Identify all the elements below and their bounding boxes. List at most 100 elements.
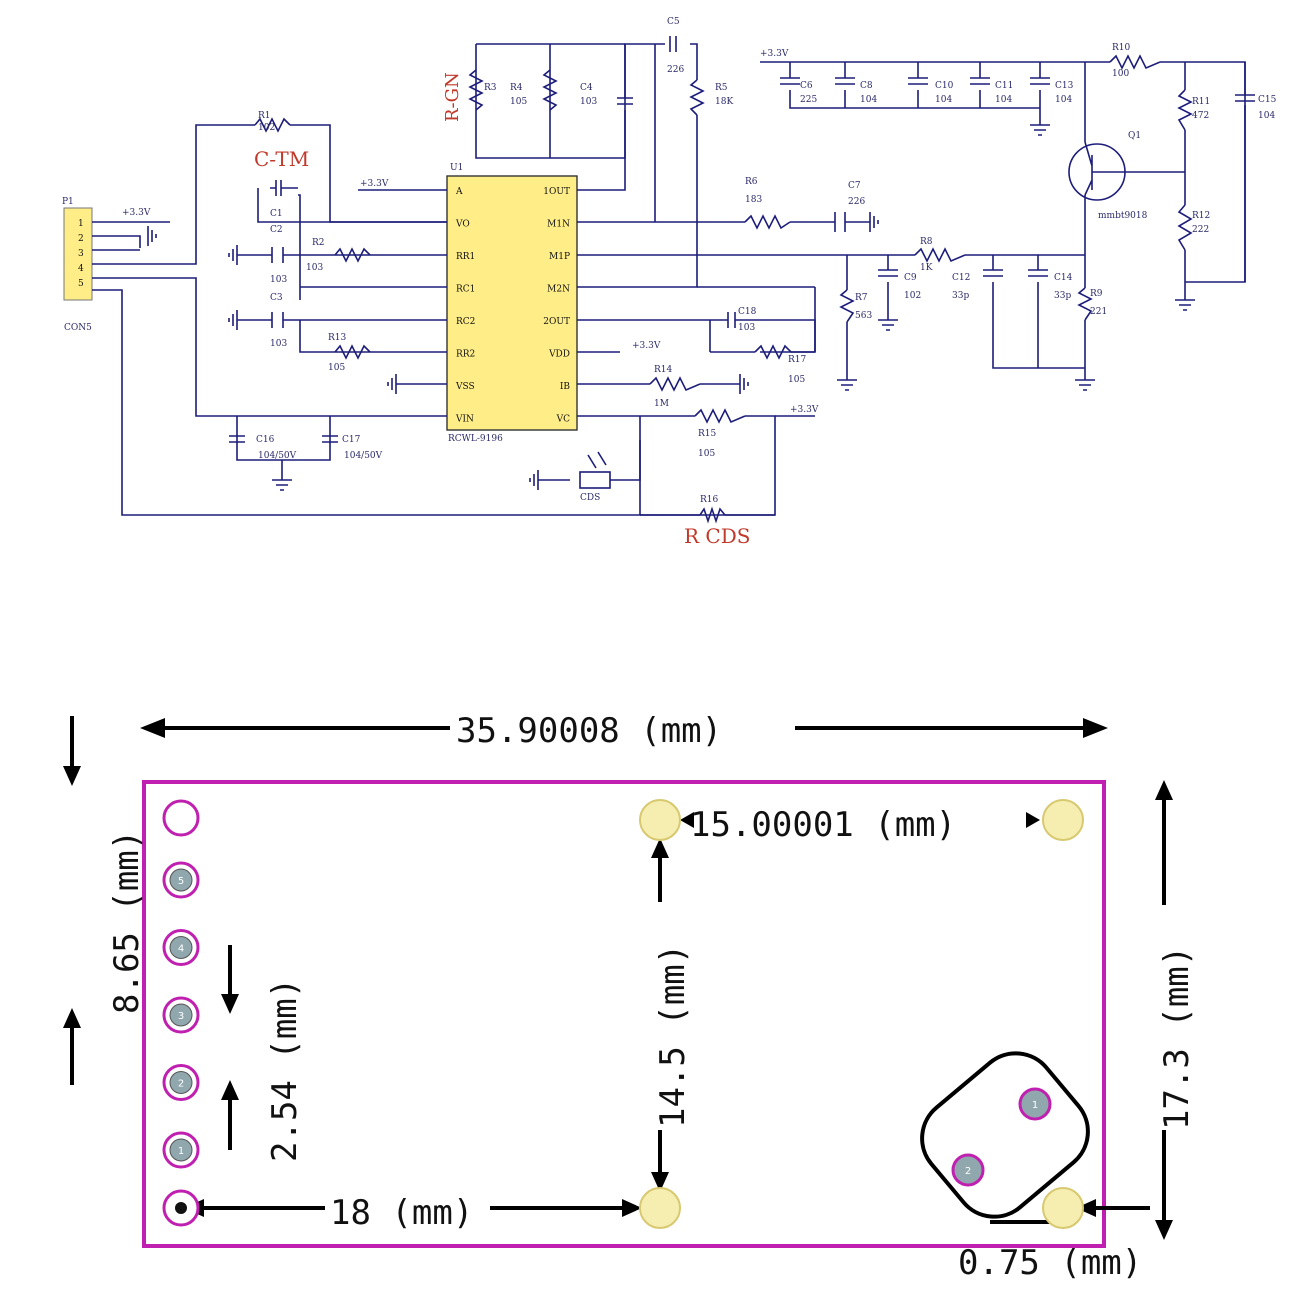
connector-pin-label: 1 [78,219,84,229]
component-ref: C15 [1258,95,1277,105]
resistor-r1 [254,117,291,133]
supply-label: +3.3V [760,49,789,59]
capacitor-c18 [727,312,762,328]
component-ref: R16 [700,495,719,505]
supply-label: +3.3V [632,341,661,351]
component-value: 104 [860,95,877,105]
annotation-c-tm: C-TM [254,147,309,171]
component-ref: C10 [935,81,954,91]
ground-symbols [147,124,1195,491]
resistor-r13 [334,344,371,360]
component-value: 105 [698,449,715,459]
ic-u1-body [446,175,578,431]
component-value: 472 [1192,111,1209,121]
capacitor-c4 [617,44,633,105]
ic-pin-label: M2N [547,285,570,295]
component-ref: R7 [855,293,868,303]
connector-pin-label: 2 [78,234,84,244]
capacitor-c17 [322,435,338,443]
component-value: 33p [1054,291,1071,301]
ic-pin-label: RC2 [456,317,475,327]
component-ref: C7 [848,181,861,191]
transistor-footprint [920,1051,1090,1219]
component-value: 105 [328,363,345,373]
component-value: 105 [788,375,805,385]
resistor-r6 [744,214,791,230]
component-ref: R5 [715,83,728,93]
ground-icon [869,212,879,232]
capacitor-c7 [834,212,846,232]
component-value: 226 [667,65,684,75]
transistor-part: mmbt9018 [1098,211,1148,221]
capacitor-c2 [271,247,284,263]
board-outline [142,780,1106,1248]
header-pin-label: 2 [178,1079,184,1090]
ground-icon [1175,299,1195,311]
annotation-r-gn: R-GN [442,72,463,122]
ic-pin-label: VO [455,220,470,230]
header-pin-pad [169,1138,193,1162]
component-value: 33p [952,291,969,301]
ic-pin-label: VDD [548,350,570,360]
transistor-ref: Q1 [1128,131,1141,141]
connector-con5 [63,207,93,301]
resistor-r9 [1077,287,1093,321]
ground-icon [529,470,539,490]
ic-pin-label: 2OUT [543,317,570,327]
component-value: 183 [745,195,762,205]
dim-board-height: 17.3 (mm) [1157,946,1197,1130]
resistor-r16 [699,506,726,524]
header-pin-pad [169,1003,193,1027]
supply-label: +3.3V [360,179,389,189]
resistor-r14 [649,376,701,392]
component-value: 104 [935,95,952,105]
ground-icon [1075,379,1095,391]
component-value: 103 [580,97,597,107]
mounting-hole [639,799,681,841]
mounting-holes [639,799,1084,1229]
component-value: 100 [1112,69,1129,79]
resistors [254,54,1193,524]
capacitor-c1 [270,180,298,196]
component-value: 1K [920,263,933,273]
supply-labels: +3.3V+3.3V+3.3V+3.3V+3.3V [122,49,819,415]
ic-pin-label: VSS [455,382,475,392]
ic-pin-label: RR2 [456,350,475,360]
capacitor-c5 [669,36,677,52]
component-ref: R15 [698,429,717,439]
resistor-r15 [694,408,746,424]
ground-icon [387,374,397,394]
component-ref: C18 [738,307,757,317]
component-value: 563 [855,311,872,321]
ground-icon [228,310,238,330]
component-ref: R6 [745,177,758,187]
component-ref: C8 [860,81,873,91]
ground-icon [147,226,157,246]
ic-pin-label: IB [560,382,571,392]
ground-icon [739,374,749,394]
component-ref: C4 [580,83,593,93]
supply-label: +3.3V [790,405,819,415]
resistor-r7 [839,289,855,323]
component-value: 103 [306,263,323,273]
component-ref: R9 [1090,289,1103,299]
resistor-r2 [334,247,371,263]
component-ref: C12 [952,273,970,283]
component-ref: R3 [484,83,497,93]
component-ref: C3 [270,293,283,303]
component-value: 102 [904,291,921,301]
footprint-pad [1018,1087,1052,1121]
component-ref: R12 [1192,211,1210,221]
component-value: 18K [715,97,733,107]
component-ref: R13 [328,333,347,343]
ground-icon [1030,124,1050,136]
component-ref: R2 [312,238,325,248]
ic-pin-label: VIN [455,415,474,425]
component-value: 103 [270,275,287,285]
ic-pin-label: A [455,187,463,197]
connector-name: CON5 [64,323,92,333]
header-pin-label: 3 [178,1011,184,1022]
component-ref: C9 [904,273,917,283]
